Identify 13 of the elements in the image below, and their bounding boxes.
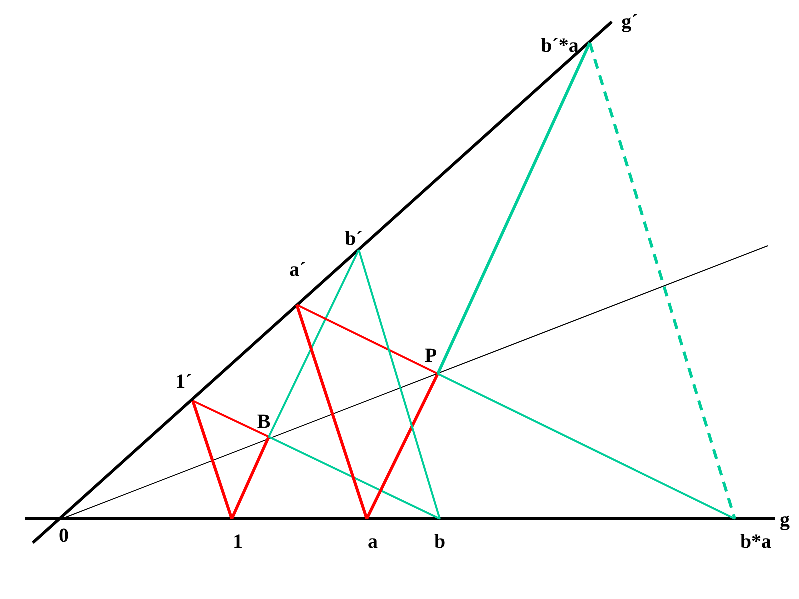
point-label: B [257, 412, 271, 432]
point-label: P [424, 346, 438, 366]
point-label: 1´ [176, 372, 192, 392]
point-label: b [434, 532, 446, 552]
line-label: g [780, 510, 790, 530]
point-label: b´*a [541, 36, 579, 56]
point-label: b´ [345, 229, 363, 249]
line-label: g´ [622, 12, 638, 32]
point-label: 1 [233, 532, 243, 552]
point-label: 0 [59, 526, 69, 546]
point-label: a´ [290, 260, 306, 280]
point-label: b*a [740, 532, 772, 552]
point-label: a [368, 532, 378, 552]
